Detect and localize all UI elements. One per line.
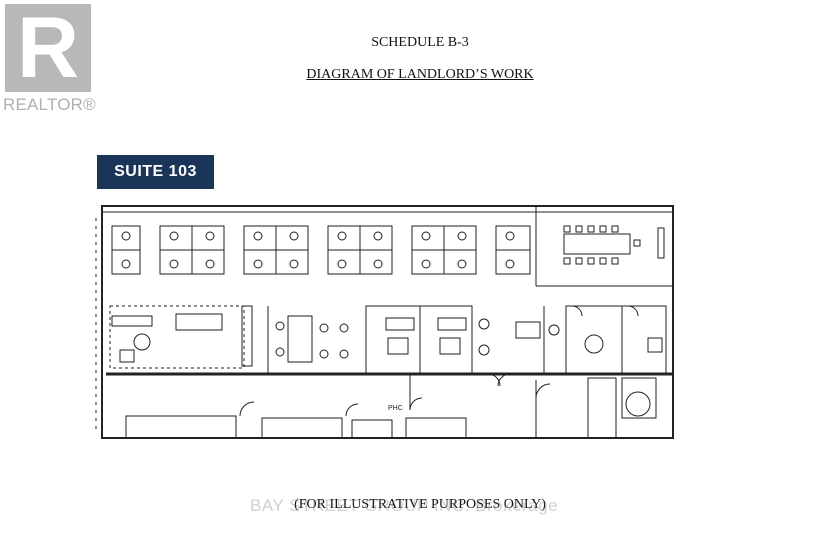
illustrative-note: (FOR ILLUSTRATIVE PURPOSES ONLY) <box>294 497 546 512</box>
lounge-area <box>109 305 253 369</box>
schedule-title: SCHEDULE B-3 <box>371 35 469 50</box>
brokerage-watermark: BAY STREET GROUP INC. Brokerage <box>250 496 559 515</box>
floor-plan: PHC <box>95 205 674 439</box>
outer-wall <box>101 205 674 439</box>
open-area <box>267 306 349 374</box>
realtor-logo: R REALTOR® <box>3 4 97 114</box>
room-tag-phc: PHC <box>388 405 403 412</box>
realtor-logo-letter: R <box>16 0 80 96</box>
document-subtitle: DIAGRAM OF LANDLORD’S WORK <box>0 67 840 83</box>
private-offices <box>365 305 490 375</box>
workstation-chairs <box>121 231 515 269</box>
realtor-logo-mark: R <box>5 4 91 92</box>
boardroom <box>535 206 673 287</box>
document-subtitle-text: DIAGRAM OF LANDLORD’S WORK <box>306 67 534 82</box>
lower-rooms <box>125 373 657 439</box>
realtor-wordmark: REALTOR® <box>3 95 96 114</box>
meeting-rooms <box>565 305 667 375</box>
suite-badge: SUITE 103 <box>97 155 214 189</box>
workstation-cluster <box>111 225 531 275</box>
reception <box>515 306 560 374</box>
